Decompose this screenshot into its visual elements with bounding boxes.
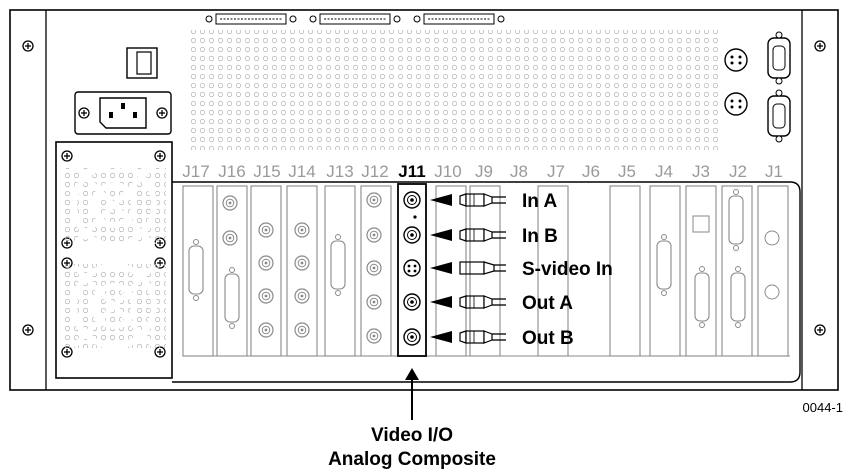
bnc-port-icon [294, 288, 310, 304]
dsub-port-icon [330, 233, 346, 297]
ps2-port-icon [724, 48, 748, 72]
callout-row: In B [430, 226, 558, 247]
connector-label: Out A [522, 293, 573, 314]
connector-label: Out B [522, 328, 574, 349]
mini-din-port-icon [764, 230, 780, 246]
slot-label-j4: J4 [655, 162, 673, 181]
bnc-port-icon [222, 230, 238, 246]
bnc-port-icon [366, 260, 382, 276]
rack-screw-icon [814, 40, 826, 52]
connector-label: S-video In [522, 259, 613, 280]
bnc-port-icon [294, 255, 310, 271]
bnc-port-icon [366, 227, 382, 243]
bnc-port-icon [258, 322, 274, 338]
svideo-port-icon [403, 259, 421, 277]
bnc-in-a-icon [403, 191, 421, 209]
ps2-port-icon [724, 92, 748, 116]
slot-label-j5: J5 [618, 162, 636, 181]
dsub-port-icon [694, 265, 710, 329]
ventilation-grid [190, 30, 718, 150]
bnc-out-a-icon [403, 293, 421, 311]
slot-label-j3: J3 [692, 162, 710, 181]
slot-label-j14: J14 [288, 162, 315, 181]
mini-din-port-icon [764, 284, 780, 300]
fan-module [55, 141, 173, 379]
bnc-port-icon [258, 222, 274, 238]
slot-label-j11: J11 [398, 162, 425, 181]
pointer-arrow-icon [430, 194, 452, 206]
ethernet-port-icon [692, 215, 710, 233]
slot-label-j1: J1 [765, 162, 783, 181]
bnc-port-icon [258, 255, 274, 271]
pointer-arrow-icon [430, 296, 452, 308]
dsub-port-icon [730, 265, 746, 329]
card-cage [172, 181, 801, 383]
dsub-port-icon [728, 188, 744, 252]
pointer-arrow-icon [430, 262, 452, 274]
top-ribbon-connectors [205, 13, 505, 25]
connector-label: In B [522, 226, 558, 247]
slot-label-j15: J15 [253, 162, 280, 181]
slot-label-j10: J10 [434, 162, 461, 181]
bnc-port-icon [294, 222, 310, 238]
bnc-port-icon [366, 294, 382, 310]
bnc-port-icon [222, 195, 238, 211]
rack-screw-icon [22, 324, 34, 336]
slot-label-j12: J12 [361, 162, 388, 181]
caption-line-1: Video I/O [371, 425, 453, 446]
slot-label-j8: J8 [510, 162, 528, 181]
slot-label-j13: J13 [326, 162, 353, 181]
connector-callouts: In A In B S-video In Out A Out B [430, 191, 613, 349]
bnc-port-icon [366, 328, 382, 344]
pointer-arrow-icon [430, 229, 452, 241]
dsub-port-icon [224, 266, 240, 330]
rack-screw-icon [814, 324, 826, 336]
caption-pointer [405, 368, 419, 420]
bnc-port-icon [294, 322, 310, 338]
slot-label-j17: J17 [182, 162, 209, 181]
slot-label-j9: J9 [475, 162, 493, 181]
right-ports [724, 31, 791, 143]
callout-row: In A [430, 191, 557, 212]
slot-label-j6: J6 [582, 162, 600, 181]
pointer-arrow-icon [430, 331, 452, 343]
power-inlet-icon [74, 91, 172, 135]
slot-labels: J17 J16 J15 J14 J13 J12 J11 J10 J9 J8 J7 J6 J5 J4 J3 J2… [182, 162, 783, 181]
callout-row: Out B [430, 328, 574, 349]
slot-label-j7: J7 [547, 162, 565, 181]
slot-label-j16: J16 [218, 162, 245, 181]
callout-row: S-video In [430, 259, 613, 280]
power-switch-icon [126, 47, 158, 79]
bnc-in-b-icon [403, 226, 421, 244]
figure-id: 0044-1 [803, 400, 843, 415]
bnc-port-icon [366, 192, 382, 208]
video-io-card-j11 [397, 183, 427, 357]
dsub-port-icon [656, 233, 672, 297]
callout-row: Out A [430, 293, 573, 314]
bnc-port-icon [258, 288, 274, 304]
caption-line-2: Analog Composite [328, 449, 496, 470]
slot-label-j2: J2 [729, 162, 747, 181]
bnc-out-b-icon [403, 328, 421, 346]
connector-label: In A [522, 191, 557, 212]
rack-screw-icon [22, 40, 34, 52]
dsub-port-icon [188, 238, 204, 302]
slot-card-ports [188, 188, 780, 344]
